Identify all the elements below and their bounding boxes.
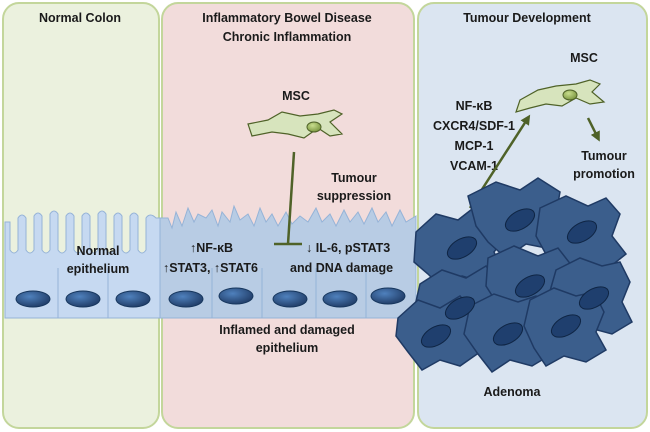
msc-ibd-label: MSC	[282, 89, 310, 103]
inflamed-epithelium	[159, 204, 417, 319]
tumour-factor-2: CXCR4/SDF-1	[433, 119, 515, 133]
panel-normal-colon	[2, 2, 160, 429]
normal-colon-title: Normal Colon	[39, 11, 121, 25]
ibd-title-line2: Chronic Inflammation	[223, 30, 351, 44]
nucleus-icon	[65, 290, 101, 308]
adenoma-nucleus-icon	[492, 322, 524, 346]
nucleus-icon	[168, 290, 204, 308]
adenoma-nucleus-icon	[420, 324, 452, 348]
tumour-title: Tumour Development	[463, 11, 591, 25]
tumour-promotion-label-2: promotion	[573, 167, 635, 181]
tumour-promotion-label-1: Tumour	[581, 149, 627, 163]
adenoma-cluster	[395, 177, 633, 374]
normal-epithelium-label-2: epithelium	[67, 262, 130, 276]
ibd-downregulation-1: ↓ IL-6, pSTAT3	[306, 241, 390, 255]
adenoma-nucleus-icon	[578, 286, 610, 310]
ibd-upregulation-1: ↑NF-κB	[190, 241, 233, 255]
msc-cell-ibd-icon	[247, 109, 344, 139]
nucleus-icon	[15, 290, 51, 308]
adenoma-nucleus-icon	[446, 236, 478, 260]
ibd-downregulation-2: and DNA damage	[290, 261, 393, 275]
msc-cell-tumour-icon	[515, 79, 606, 113]
normal-epithelium	[4, 210, 161, 319]
nucleus-icon	[218, 287, 254, 305]
nucleus-icon	[322, 290, 358, 308]
tumour-suppression-label-2: suppression	[317, 189, 391, 203]
ibd-title-line1: Inflammatory Bowel Disease	[202, 11, 372, 25]
adenoma-nucleus-icon	[566, 220, 598, 244]
nucleus-icon	[115, 290, 151, 308]
adenoma-nucleus-icon	[504, 208, 536, 232]
tumour-factor-4: VCAM-1	[450, 159, 498, 173]
inflamed-label-2: epithelium	[256, 341, 319, 355]
inflamed-label-1: Inflamed and damaged	[219, 323, 354, 337]
promotion-arrow	[586, 117, 600, 142]
nucleus-icon	[272, 290, 308, 308]
adenoma-nucleus-icon	[550, 314, 582, 338]
inhibition-line	[286, 151, 296, 245]
tumour-factor-1: NF-κB	[456, 99, 493, 113]
msc-tumour-label: MSC	[570, 51, 598, 65]
adenoma-nucleus-icon	[514, 274, 546, 298]
normal-epithelium-label-1: Normal	[76, 244, 119, 258]
nucleus-icon	[370, 287, 406, 305]
tumour-suppression-label-1: Tumour	[331, 171, 377, 185]
tumour-factor-3: MCP-1	[455, 139, 494, 153]
adenoma-nucleus-icon	[444, 296, 476, 320]
adenoma-label: Adenoma	[484, 385, 542, 399]
ibd-upregulation-2: ↑STAT3, ↑STAT6	[163, 261, 258, 275]
